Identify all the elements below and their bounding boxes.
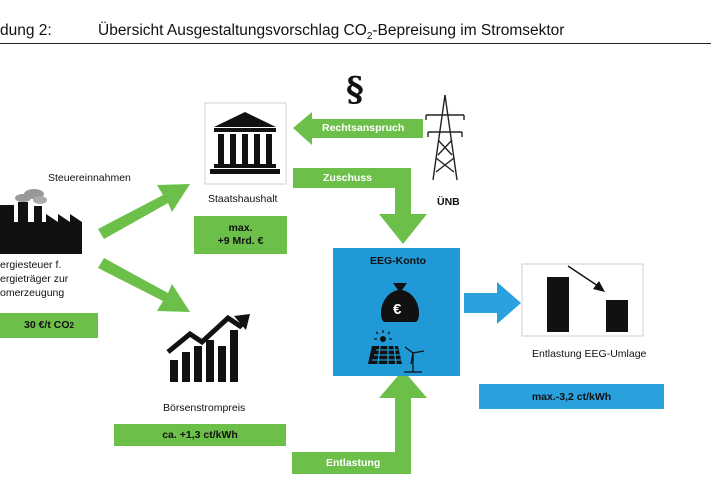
label-boersenstrompreis: Börsenstrompreis	[163, 402, 246, 414]
figure-title-sub: 2	[366, 31, 373, 43]
figure-title-suffix: -Bepreisung im Stromsektor	[372, 22, 565, 39]
relief-trend-arrowhead	[593, 281, 605, 292]
label-entlastung-eeg: Entlastung EEG-Umlage	[532, 348, 647, 360]
energy-tax-line2: ergieträger zur	[0, 273, 69, 285]
relief-bar-after	[606, 300, 628, 332]
caption-rule	[0, 43, 711, 44]
government-building-icon	[210, 112, 280, 174]
budget-value-line2: +9 Mrd. €	[217, 235, 264, 247]
energy-tax-line3: omerzeugung	[0, 287, 65, 299]
budget-value-box: max. +9 Mrd. €	[194, 216, 287, 254]
label-energy-tax: ergiesteuer f. ergieträger zur omerzeugu…	[0, 258, 68, 300]
power-tower-icon	[425, 94, 465, 181]
figure-number: dung 2:	[0, 22, 52, 39]
paragraph-icon: §	[346, 70, 364, 110]
factory-icon	[0, 189, 82, 254]
arrow-tax-to-market	[98, 258, 190, 312]
figure-title-prefix: Übersicht Ausgestaltungsvorschlag CO	[98, 22, 367, 39]
energy-tax-line1: ergiesteuer f.	[0, 259, 62, 271]
relief-trend-line	[567, 265, 599, 287]
label-uenb: ÜNB	[437, 196, 460, 208]
budget-value-line1: max.	[228, 222, 253, 234]
figure-title: Übersicht Ausgestaltungsvorschlag CO2-Be…	[98, 22, 564, 42]
label-zuschuss: Zuschuss	[323, 172, 373, 184]
rising-chart-icon	[166, 314, 250, 382]
arrow-zuschuss	[293, 168, 427, 244]
market-value-box: ca. +1,3 ct/kWh	[114, 424, 286, 446]
energy-tax-value: 30 €/t CO	[24, 319, 70, 331]
relief-bar-before	[547, 277, 569, 332]
label-eeg-konto: EEG-Konto	[370, 255, 426, 267]
arrow-eeg-to-relief	[464, 282, 521, 324]
label-steuereinnahmen: Steuereinnahmen	[48, 172, 131, 184]
energy-tax-value-sub: 2	[69, 321, 74, 330]
arrow-entlastung	[292, 370, 427, 474]
label-staatshaushalt: Staatshaushalt	[208, 193, 278, 205]
label-entlastung: Entlastung	[326, 457, 381, 469]
relief-value-box: max.-3,2 ct/kWh	[479, 384, 664, 409]
euro-icon: €	[393, 301, 402, 318]
label-rechtsanspruch: Rechtsanspruch	[322, 122, 405, 134]
solar-wind-icon	[368, 330, 425, 373]
money-bag-icon	[380, 283, 420, 322]
arrow-tax-to-budget	[98, 184, 190, 239]
arrow-rechtsanspruch	[293, 112, 423, 145]
